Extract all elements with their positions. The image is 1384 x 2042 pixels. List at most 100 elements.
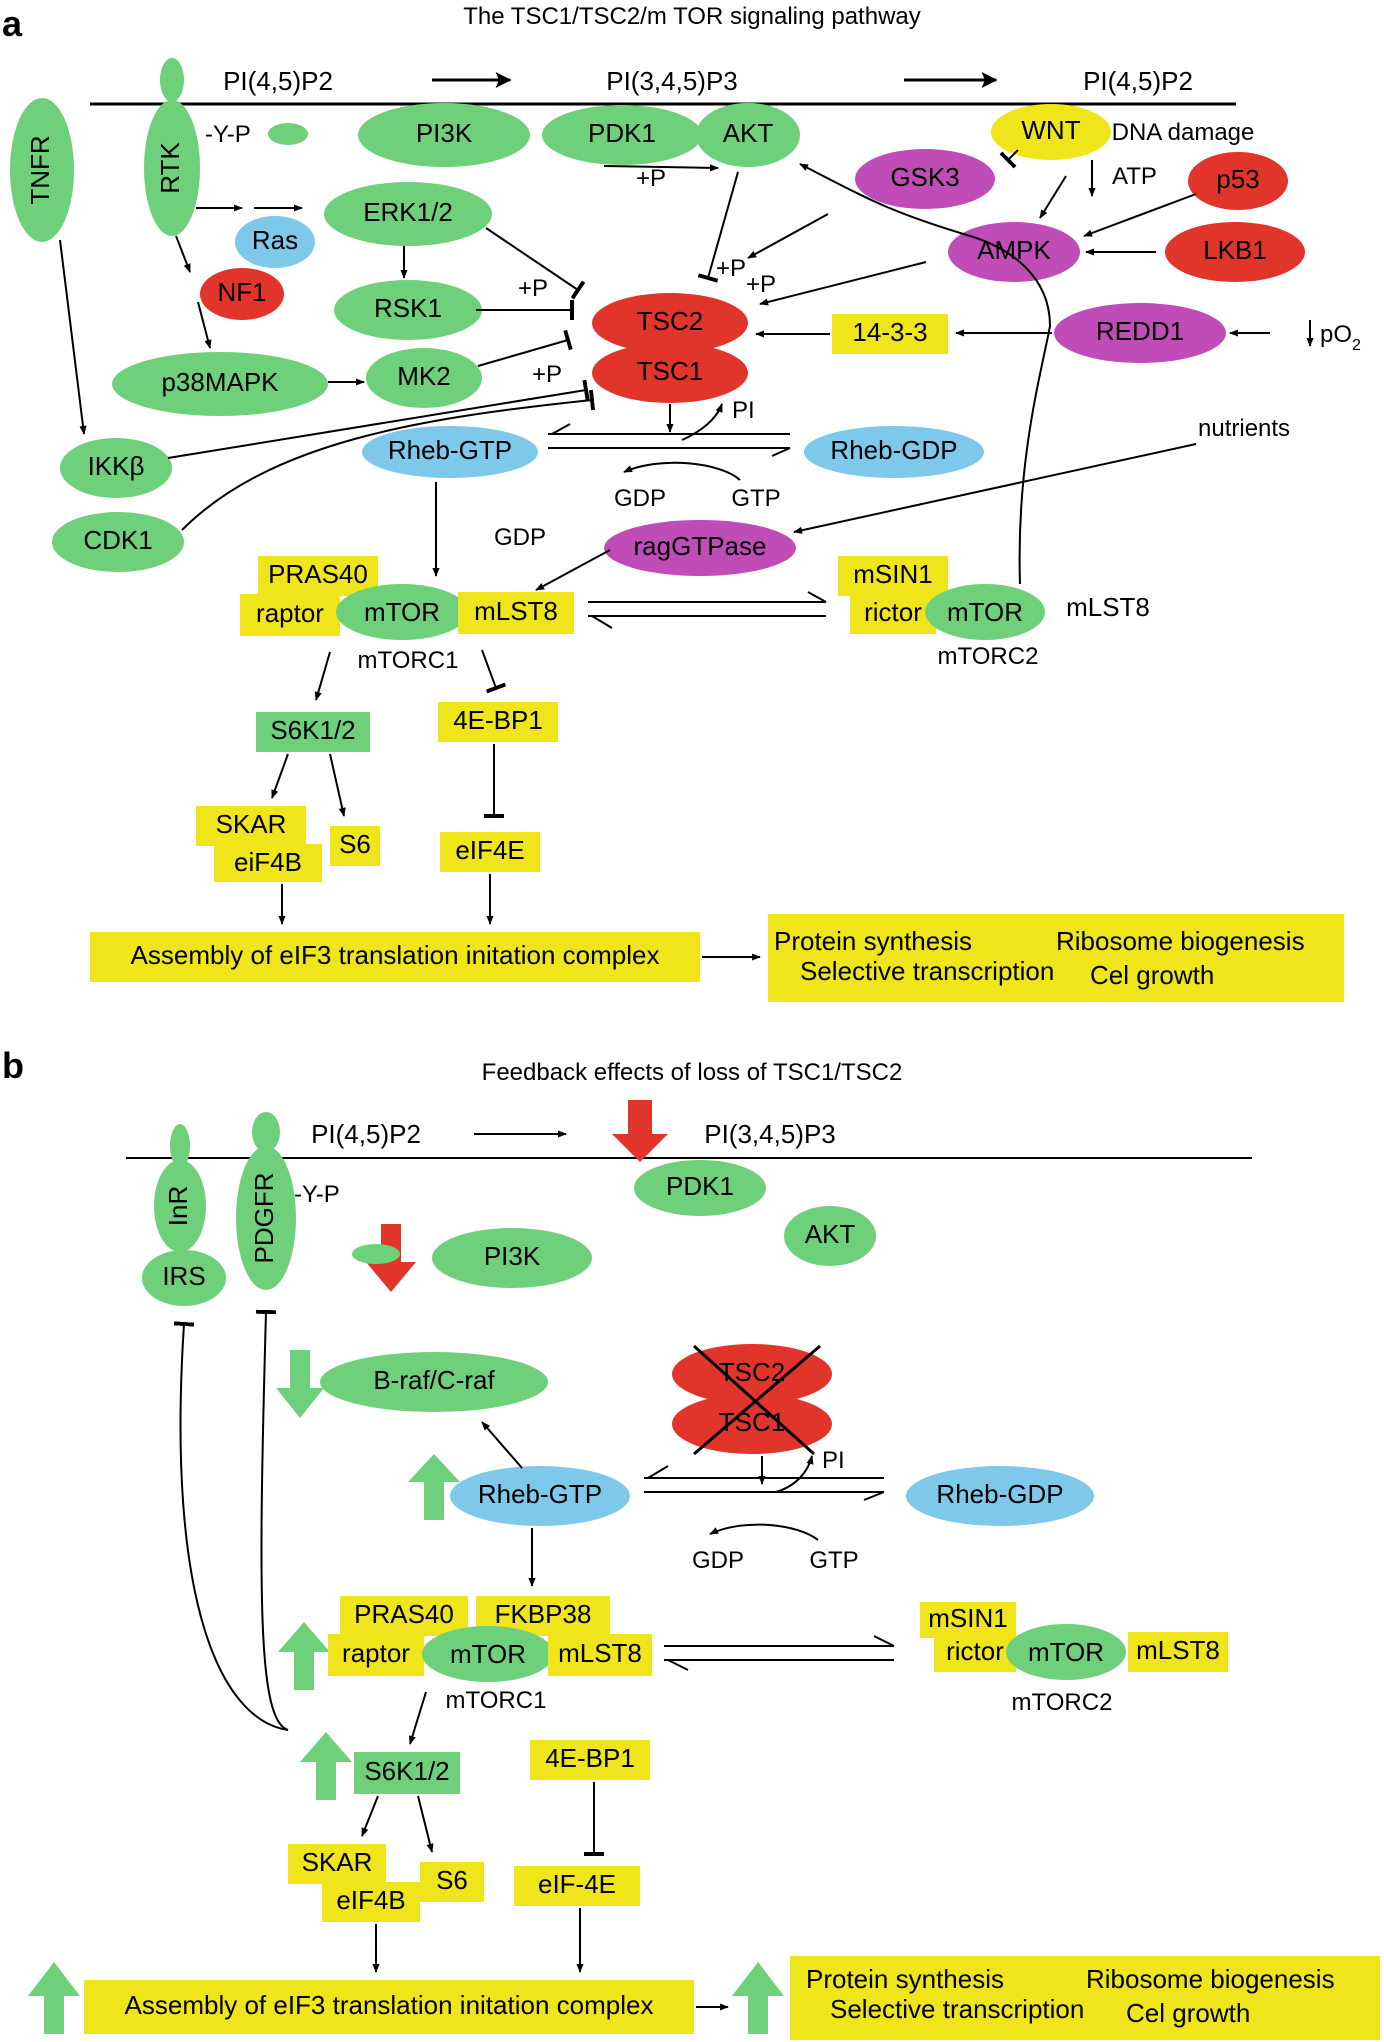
up-arrow-mtorc1 <box>278 1622 330 1690</box>
box-outcomes-b <box>790 1956 1380 2040</box>
node-assembly-b-label: Assembly of eIF3 translation initation c… <box>125 1990 654 2020</box>
edge-mtorc-hook2 <box>807 591 827 603</box>
node-mk2-label: MK2 <box>397 361 450 391</box>
node-rheb-gdp: Rheb-GDP <box>804 426 984 478</box>
node-pdk1-b: PDK1 <box>634 1160 766 1216</box>
box-4ebp1-b <box>530 1740 650 1780</box>
edge-wnt-gsk3 <box>999 149 1019 169</box>
box-assembly-b <box>84 1980 694 2034</box>
edge-rheb-hook2-b <box>863 1491 885 1501</box>
outcome-protein-b: Protein synthesis <box>806 1964 1004 1994</box>
node-mtor1-label: mTOR <box>364 597 440 627</box>
node-rheb-gtp-b-label: Rheb-GTP <box>478 1479 602 1509</box>
edge-pi-release-b <box>775 1455 814 1493</box>
edge-nutrients-rag <box>793 443 1197 534</box>
outcome-growth-b: Cel growth <box>1126 1998 1250 2028</box>
node-mtor2-b <box>1006 1624 1126 1680</box>
node-eif4e-b-label: eIF-4E <box>538 1869 616 1899</box>
box-pras40 <box>258 556 378 596</box>
box-assembly-a <box>90 932 700 982</box>
node-s6k-b-label: S6K1/2 <box>364 1756 449 1786</box>
node-rheb-gdp-label: Rheb-GDP <box>830 435 957 465</box>
node-14-3-3: 14-3-3 <box>832 314 948 354</box>
label-plus-p-3: +P <box>746 271 776 298</box>
node-redd1: REDD1 <box>1054 303 1226 363</box>
panel-a-title: The TSC1/TSC2/m TOR signaling pathway <box>463 3 921 30</box>
node-s6-label: S6 <box>339 829 371 859</box>
inr-head <box>170 1124 190 1168</box>
node-lkb1: LKB1 <box>1165 222 1305 282</box>
phospho-ellipse-b <box>352 1244 400 1264</box>
edge-mk2-tsc <box>477 329 573 367</box>
node-tsc1: TSC1 <box>592 343 748 403</box>
membrane-pip2-right: PI(4,5)P2 <box>1083 66 1193 96</box>
label-po2-p: pO <box>1320 321 1352 348</box>
node-rsk1: RSK1 <box>334 280 482 340</box>
node-mk2: MK2 <box>366 348 482 408</box>
node-fkbp38-label: FKBP38 <box>495 1599 592 1629</box>
box-eif4b-b <box>322 1882 420 1922</box>
node-msin1-b-label: mSIN1 <box>928 1603 1007 1633</box>
outcome-growth-a: Cel growth <box>1090 960 1214 990</box>
node-irs-label: IRS <box>162 1261 205 1291</box>
node-4ebp1-b-label: 4E-BP1 <box>545 1743 635 1773</box>
label-gtp-b: GTP <box>809 1547 858 1574</box>
node-rtk: RTK <box>144 58 200 236</box>
edge-cdk1-tsc1 <box>181 389 596 531</box>
label-gtp-a: GTP <box>731 485 780 512</box>
node-cdk1: CDK1 <box>52 512 184 572</box>
edge-erk-tsc2 <box>485 227 586 300</box>
box-raptor <box>240 594 340 636</box>
node-mtor1 <box>336 584 468 640</box>
edge-rheb-hook1 <box>551 423 571 435</box>
label-plus-p-4: +P <box>518 275 548 302</box>
node-lkb1-label: LKB1 <box>1203 235 1267 265</box>
edge-mtorc-hook1 <box>591 615 613 629</box>
label-pi-b: PI <box>822 1447 845 1474</box>
label-ryp-b: -Y-P <box>294 1181 340 1208</box>
node-ampk-label: AMPK <box>977 235 1051 265</box>
box-msin1-b <box>920 1602 1016 1638</box>
label-gdp-a: GDP <box>614 485 666 512</box>
edge-feedback-pdgfr <box>255 1309 289 1731</box>
node-tsc2-b-label: TSC2 <box>719 1357 785 1387</box>
label-mtorc2-a: mTORC2 <box>938 643 1039 670</box>
label-pi-a: PI <box>732 397 755 424</box>
edge-mtorc-hook1-b <box>667 1659 689 1671</box>
edge-gsk3-tsc2 <box>747 213 829 259</box>
edge-rheb-hook1-b <box>647 1465 669 1479</box>
node-cdk1-label: CDK1 <box>83 525 152 555</box>
node-akt-label: AKT <box>723 118 774 148</box>
box-raptor-b <box>328 1634 424 1676</box>
edge-p53-ampk <box>1083 193 1197 237</box>
node-mtor2-b-label: mTOR <box>1028 1637 1104 1667</box>
node-mlst8-1-b-label: mLST8 <box>558 1638 642 1668</box>
node-tsc1-b-label: TSC1 <box>719 1407 785 1437</box>
node-p38mapk: p38MAPK <box>112 352 328 416</box>
membrane-pip2-b: PI(4,5)P2 <box>311 1119 421 1149</box>
edge-wnt-ampk <box>1039 175 1067 219</box>
edge-s6k-s6 <box>329 753 346 817</box>
up-arrow-assembly <box>28 1962 80 2034</box>
label-dna-damage: DNA damage <box>1112 119 1255 146</box>
edge-ampk-tsc2 <box>759 261 927 306</box>
edge-mtorc-hook2-b <box>873 1635 895 1647</box>
edge-mtorc1-s6k-b <box>408 1691 427 1745</box>
node-p53-label: p53 <box>1216 164 1259 194</box>
edge-akt-tsc2 <box>697 171 739 283</box>
edge-s6k-s6-b <box>417 1795 434 1853</box>
edge-s6k-skar-b <box>361 1795 379 1837</box>
edge-nf1-p38 <box>197 301 212 349</box>
node-nf1-label: NF1 <box>217 277 266 307</box>
edge-pdk1-akt <box>603 164 719 172</box>
box-s6-b <box>420 1862 484 1902</box>
edge-rag-mtorc1 <box>535 549 611 591</box>
edge-ikkb-tsc1 <box>167 379 590 459</box>
node-gsk3-label: GSK3 <box>890 162 959 192</box>
outcome-transcription-a: Selective transcription <box>800 956 1054 986</box>
node-pi3k-b: PI3K <box>432 1228 592 1288</box>
node-s6-b-label: S6 <box>436 1865 468 1895</box>
node-redd1-label: REDD1 <box>1096 316 1184 346</box>
node-rsk1-label: RSK1 <box>374 293 442 323</box>
node-pras40-label: PRAS40 <box>268 559 368 589</box>
